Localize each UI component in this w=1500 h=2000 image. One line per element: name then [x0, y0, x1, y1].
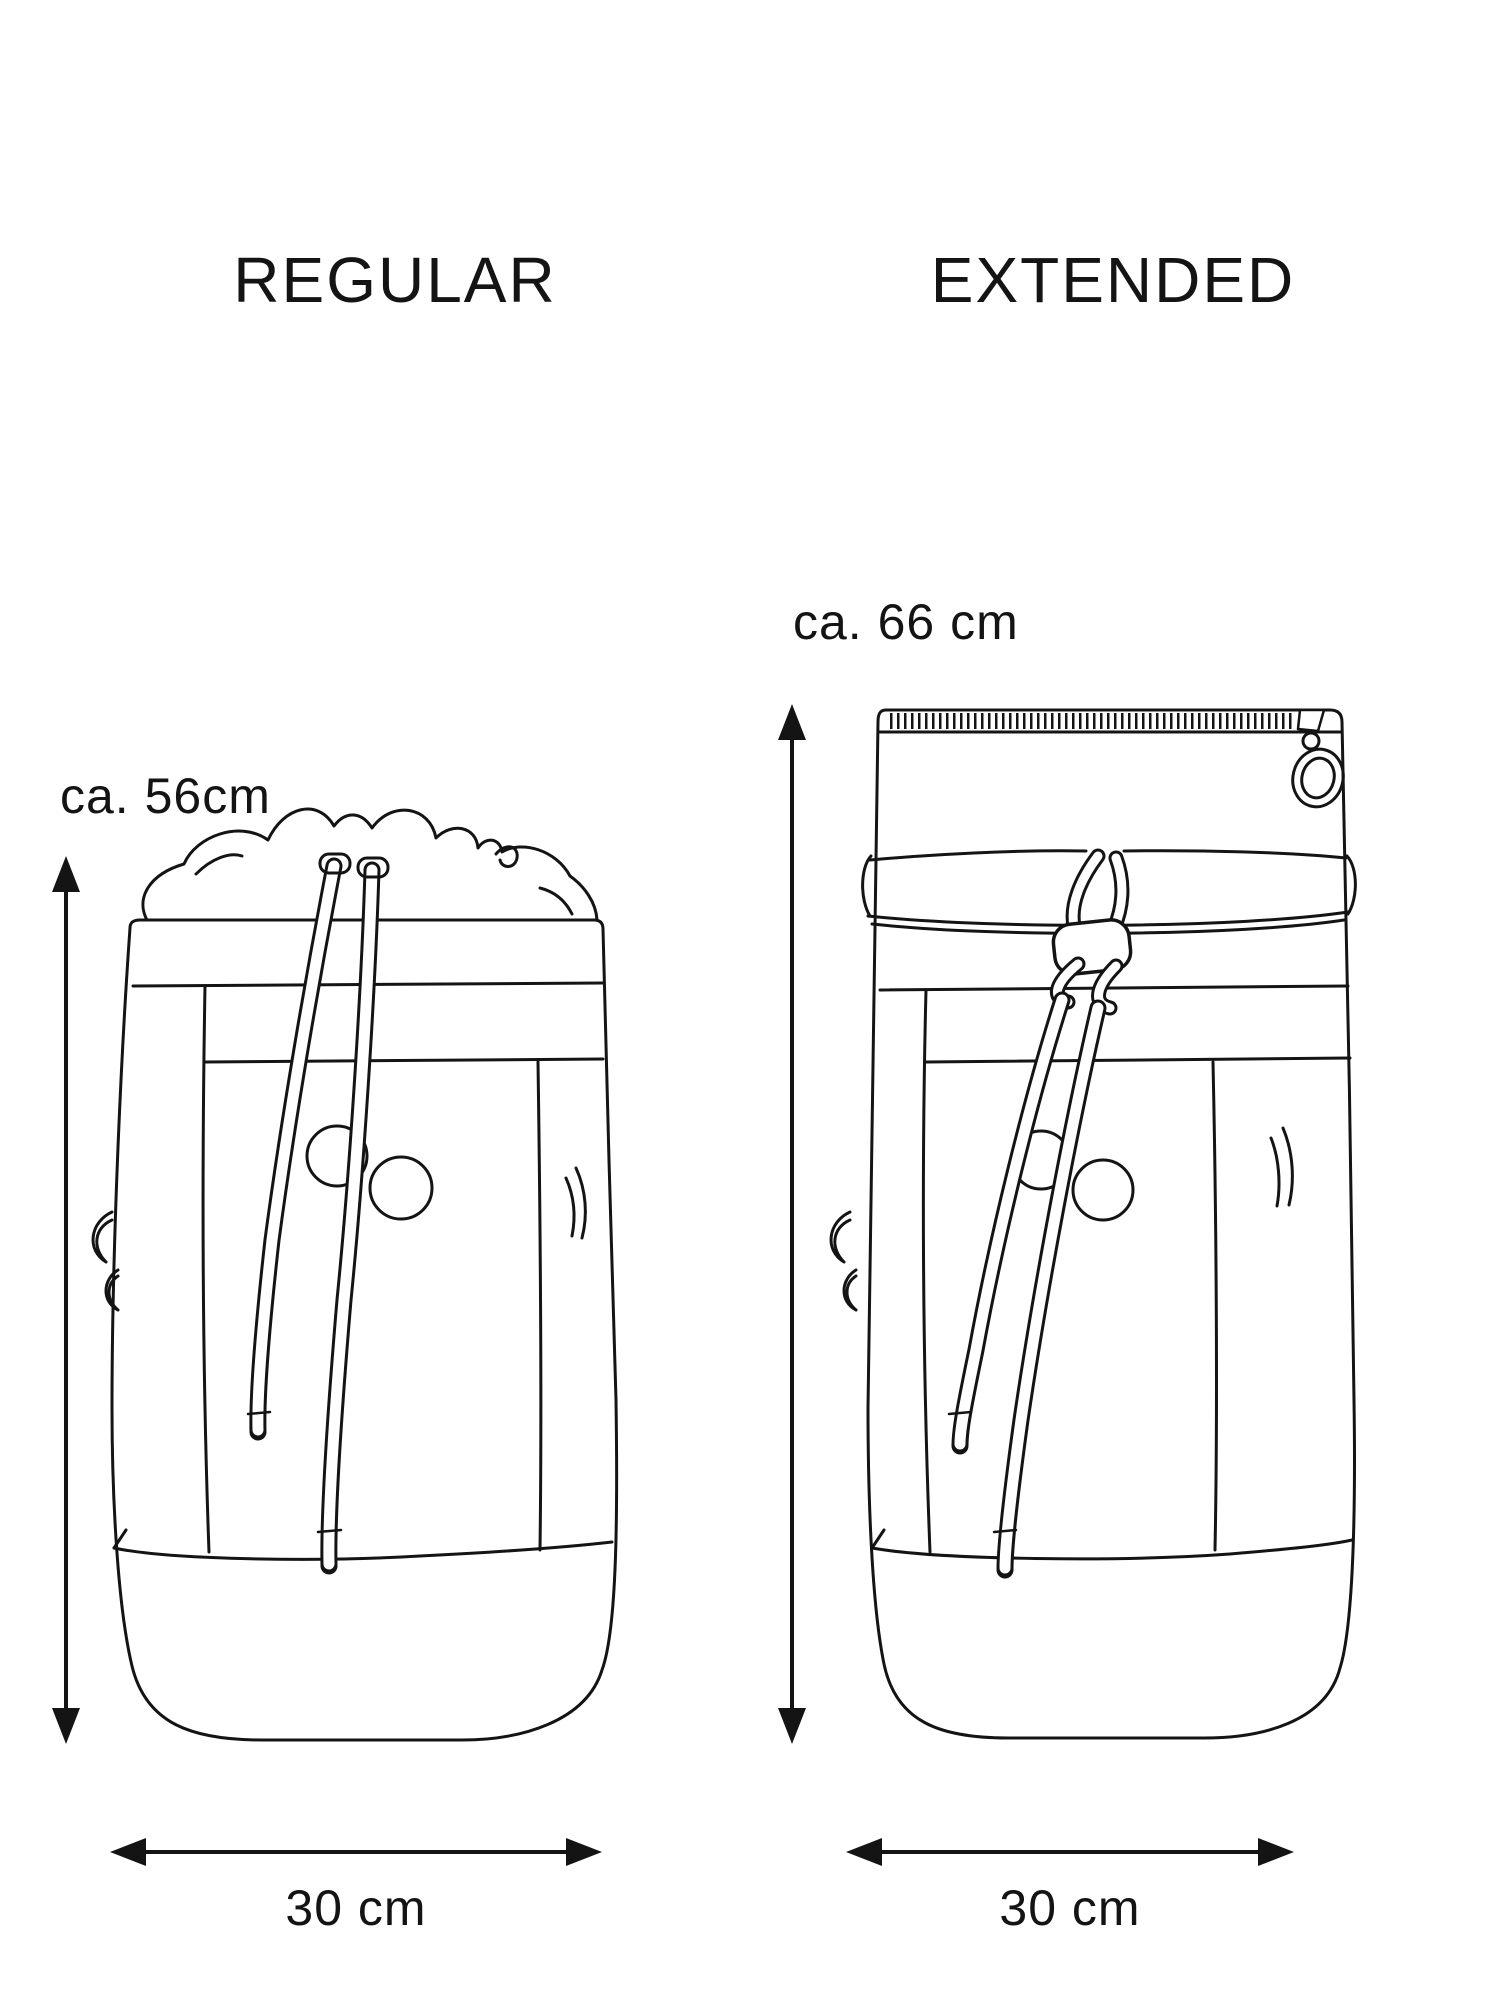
arrowhead-up-icon	[52, 856, 80, 892]
extended-backpack-drawing	[829, 708, 1357, 1740]
regular-logo-dot	[305, 1124, 369, 1188]
arrowhead-right-icon	[1258, 1838, 1294, 1866]
extended-body-outline	[866, 708, 1356, 1740]
extended-drawstring-cords	[947, 848, 1133, 1579]
regular-bottom-notch	[112, 1528, 128, 1550]
extended-title: EXTENDED	[930, 244, 1296, 316]
regular-width-label: 30 cm	[285, 1880, 427, 1936]
extended-logo-dot	[1071, 1158, 1135, 1222]
extended-bottom-seam	[870, 1538, 1354, 1561]
arrowhead-left-icon	[846, 1838, 882, 1866]
regular-height-label: ca. 56cm	[60, 768, 271, 824]
regular-body-outline	[110, 918, 619, 1742]
extended-lash-loop	[829, 1210, 852, 1264]
regular-band-bottom-seam	[203, 1057, 605, 1064]
regular-crumple-curl	[494, 845, 519, 868]
regular-grommet	[356, 856, 390, 879]
extended-height-label: ca. 66 cm	[793, 594, 1019, 650]
zipper-pull-knot	[1301, 731, 1321, 751]
extended-right-seam	[1211, 1060, 1218, 1552]
arrowhead-left-icon	[110, 1838, 146, 1866]
extended-lash-loop	[842, 1268, 858, 1312]
regular-left-seam	[201, 984, 211, 1554]
dimension-arrows	[52, 704, 1294, 1866]
extended-left-seam	[921, 988, 932, 1554]
arrowhead-right-icon	[566, 1838, 602, 1866]
arrowhead-down-icon	[52, 1708, 80, 1744]
regular-drawstring-cords	[246, 857, 381, 1575]
regular-side-pocket-slit	[564, 1166, 587, 1240]
zipper-pull-loop-icon	[1300, 756, 1336, 800]
regular-grommet	[318, 852, 352, 875]
regular-crumple-crease	[538, 886, 574, 916]
arrowhead-up-icon	[778, 704, 806, 740]
regular-backpack-drawing	[91, 807, 619, 1742]
regular-bottom-seam	[112, 1540, 614, 1561]
zipper	[877, 708, 1345, 809]
regular-right-seam	[536, 1060, 543, 1552]
extended-bottom-notch	[870, 1528, 886, 1550]
regular-width-arrow	[110, 1838, 602, 1866]
regular-logo-dot	[368, 1155, 434, 1221]
extended-height-arrow	[778, 704, 806, 1744]
regular-height-arrow	[52, 856, 80, 1744]
zipper-slider-icon	[1296, 708, 1326, 733]
zipper-pull-loop-icon	[1291, 747, 1345, 809]
extended-width-label: 30 cm	[999, 1880, 1141, 1936]
arrowhead-down-icon	[778, 1708, 806, 1744]
regular-crumple-crease	[194, 853, 244, 876]
regular-title: REGULAR	[233, 244, 557, 316]
extended-side-pocket-slit	[1269, 1126, 1294, 1208]
extended-band-top-seam	[878, 984, 1350, 992]
regular-lash-loop	[104, 1268, 120, 1312]
regular-lash-loop	[91, 1210, 114, 1264]
extended-width-arrow	[846, 1838, 1294, 1866]
extended-band-bottom-seam	[924, 1056, 1352, 1064]
